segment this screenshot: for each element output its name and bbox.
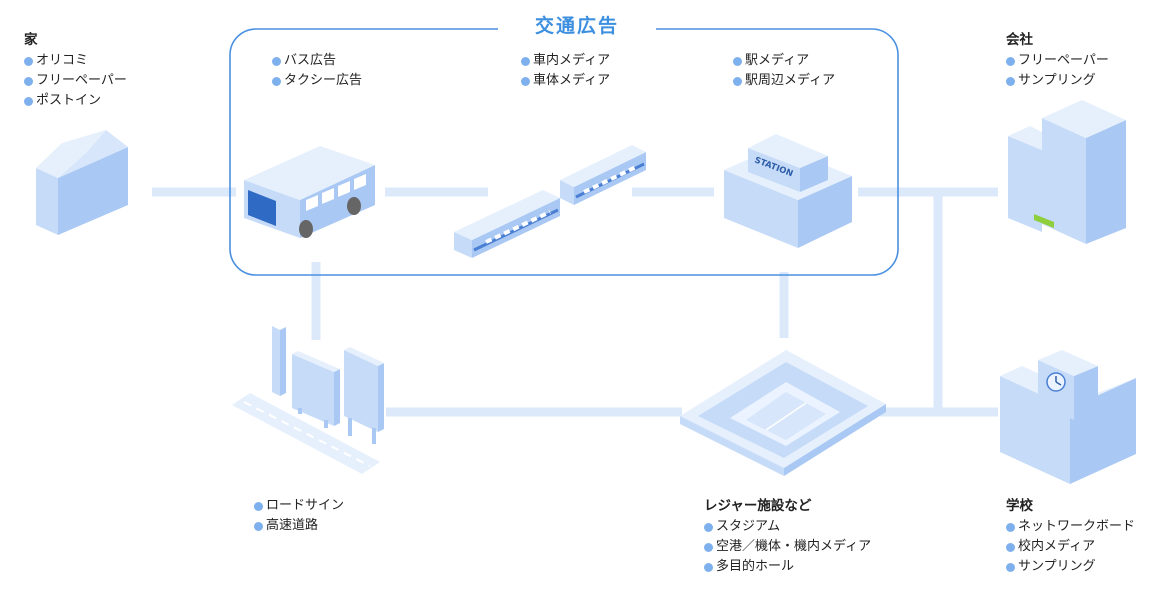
list-item: 駅周辺メディア [733,71,835,91]
list-item: フリーペーパー [24,71,127,91]
list-item: フリーペーパー [1006,51,1109,71]
bus-taxi-labels: バス広告 タクシー広告 [272,51,362,91]
train-labels: 車内メディア 車体メディア [521,51,610,91]
bus-icon [244,146,375,238]
leisure-block: レジャー施設など スタジアム 空港／機体・機内メディア 多目的ホール [704,496,871,577]
stadium-icon [680,350,886,476]
list-item: ポストイン [24,91,127,111]
home-title: 家 [24,32,38,48]
connector-lines [152,187,998,417]
list-item: ネットワークボード [1006,517,1135,537]
school-block: 学校 ネットワークボード 校内メディア サンプリング [1006,496,1135,577]
list-item: 高速道路 [254,516,344,536]
company-block: 会社 フリーペーパー サンプリング [1006,30,1109,91]
list-item: バス広告 [272,51,362,71]
list-item: タクシー広告 [272,71,362,91]
train-icon [454,145,646,258]
station-labels: 駅メディア 駅周辺メディア [733,51,835,91]
school-icon [1000,350,1136,484]
list-item: ロードサイン [254,496,344,516]
list-item: サンプリング [1006,71,1109,91]
house-icon [36,130,128,235]
list-item: 校内メディア [1006,537,1135,557]
road-block: ロードサイン 高速道路 [254,496,344,536]
road-signs-icon [232,326,384,474]
leisure-title: レジャー施設など [704,498,812,514]
transport-title: 交通広告 [498,13,656,39]
list-item: スタジアム [704,517,871,537]
station-icon: STATION [724,134,852,248]
home-block: 家 オリコミ フリーペーパー ポストイン [24,30,127,111]
list-item: オリコミ [24,51,127,71]
list-item: 空港／機体・機内メディア [704,537,871,557]
list-item: 駅メディア [733,51,835,71]
list-item: サンプリング [1006,557,1135,577]
company-title: 会社 [1006,32,1033,48]
list-item: 車体メディア [521,71,610,91]
school-title: 学校 [1006,498,1033,514]
list-item: 多目的ホール [704,557,871,577]
list-item: 車内メディア [521,51,610,71]
office-building-icon [1008,100,1126,244]
